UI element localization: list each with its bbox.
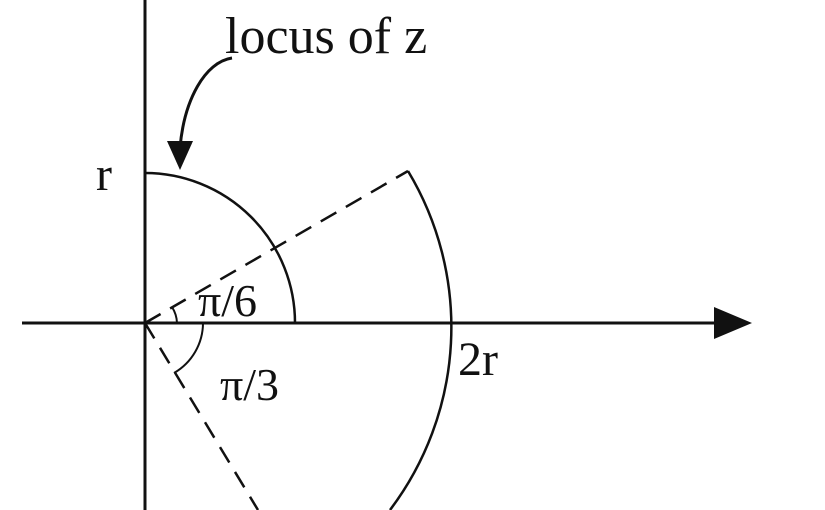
locus-label: locus of z	[225, 8, 427, 65]
ray-pi-over-6	[144, 169, 409, 325]
r-label: r	[96, 148, 112, 201]
pointer-arrowhead	[167, 141, 193, 170]
real-axis-arrowhead	[714, 307, 752, 339]
pointer-arrow-curve	[178, 56, 233, 149]
two-r-label: 2r	[458, 333, 498, 386]
locus-inner-arc	[144, 171, 297, 324]
angle-arc-large	[173, 322, 204, 374]
locus-outer-arc	[389, 170, 453, 510]
ray-minus-pi-over-3	[143, 322, 260, 510]
angle-arc-small	[171, 306, 178, 324]
angle-large-label: π/3	[220, 359, 279, 410]
angle-small-label: π/6	[198, 275, 257, 326]
